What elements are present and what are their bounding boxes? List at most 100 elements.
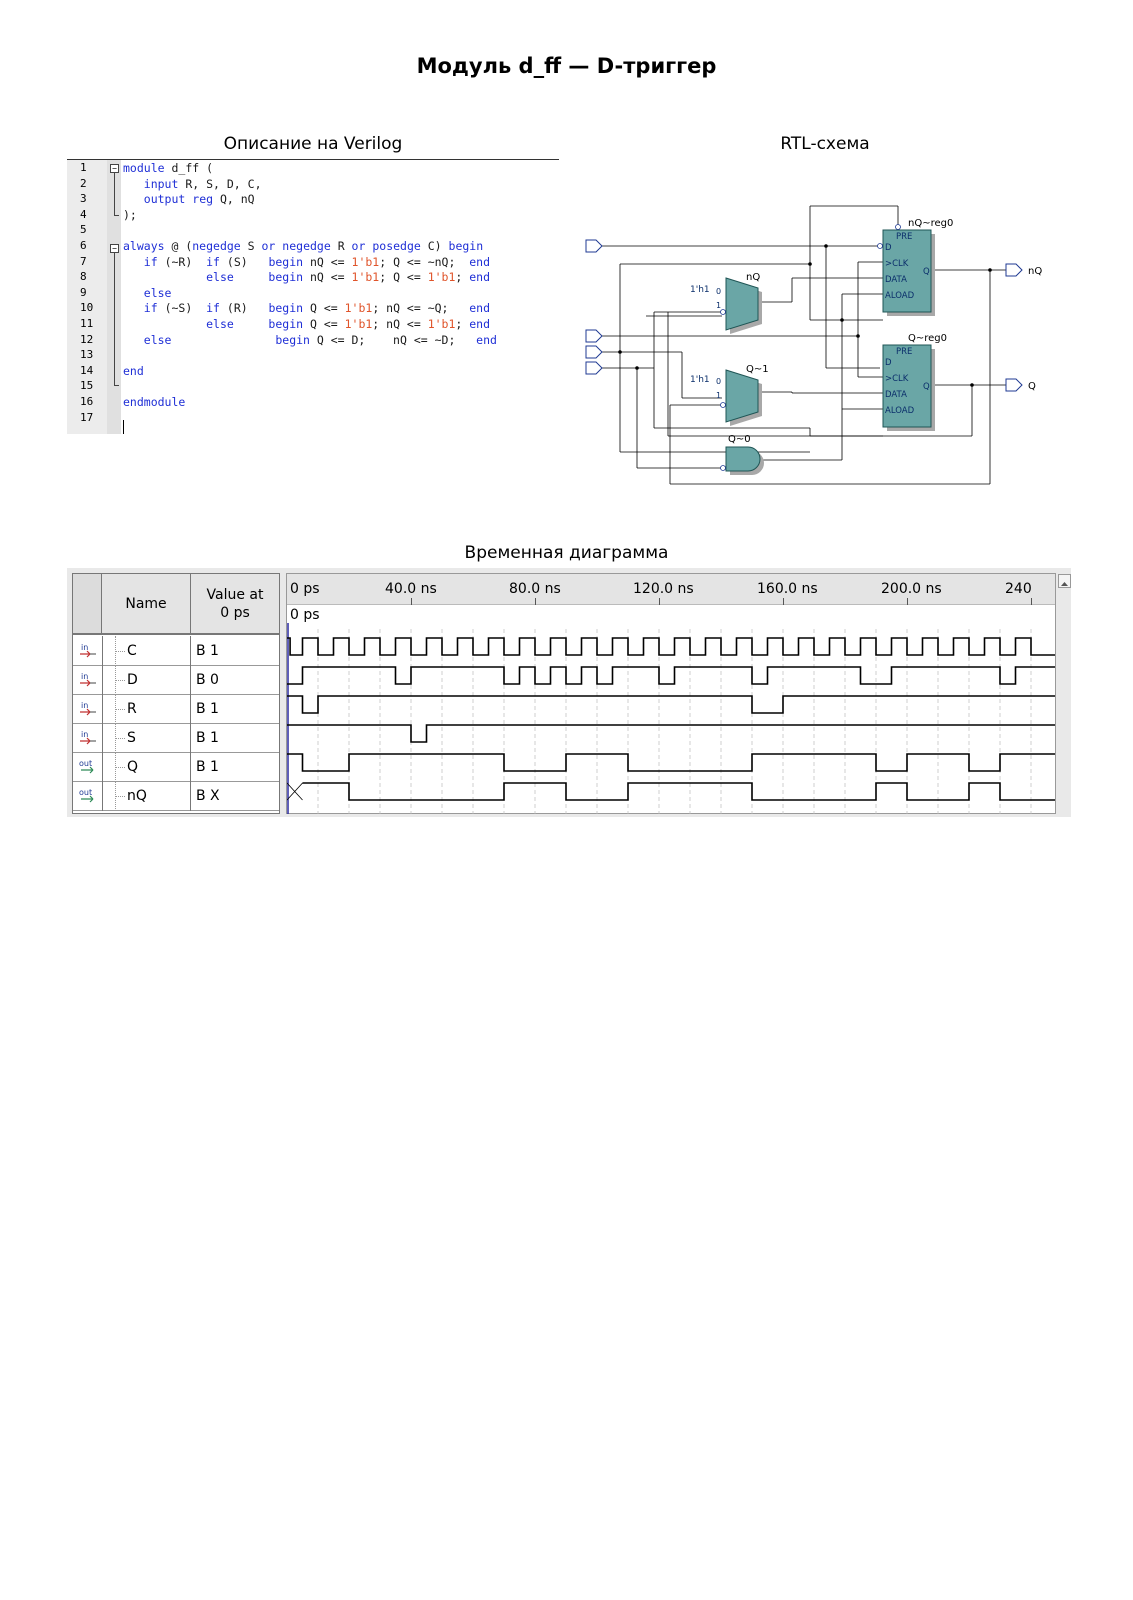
code-line[interactable]: else begin Q <= D; nQ <= ~D; end xyxy=(123,332,497,348)
output-pin-icon: out xyxy=(79,788,94,803)
waveform-traces xyxy=(287,623,1055,814)
signal-value: B 1 xyxy=(196,730,219,746)
value-column-header[interactable]: Value at 0 ps xyxy=(191,586,279,622)
code-token: else xyxy=(143,332,172,347)
code-line[interactable]: else begin Q <= 1'b1; nQ <= 1'b1; end xyxy=(123,316,490,332)
port-d xyxy=(585,239,603,253)
time-tick-label: 120.0 ns xyxy=(633,581,694,597)
code-token: negedge xyxy=(192,239,241,253)
line-number: 14 xyxy=(80,363,94,377)
fold-toggle-always[interactable]: − xyxy=(110,244,119,253)
line-number: 10 xyxy=(80,301,94,315)
port-s xyxy=(585,361,603,375)
line-number: 13 xyxy=(80,348,94,362)
line-number: 3 xyxy=(80,192,87,206)
code-token: ; nQ <= xyxy=(372,317,428,331)
code-line[interactable]: output reg Q, nQ xyxy=(123,191,255,207)
code-token: end xyxy=(476,332,497,347)
code-token: if xyxy=(206,254,220,269)
code-token xyxy=(171,333,275,347)
tree-guide xyxy=(115,680,125,681)
time-tick-label: 160.0 ns xyxy=(757,581,818,597)
line-number: 8 xyxy=(80,270,87,284)
svg-text:1: 1 xyxy=(716,391,721,400)
register-nq: PRE D >CLK DATA ALOAD Q nQ~reg0 xyxy=(877,218,953,316)
time-tick-mark xyxy=(1031,598,1032,605)
fold-guide-end xyxy=(114,385,119,386)
signal-value: B 1 xyxy=(196,701,219,717)
code-line[interactable]: else begin nQ <= 1'b1; Q <= 1'b1; end xyxy=(123,269,490,285)
code-token: @ ( xyxy=(164,239,193,253)
code-line[interactable]: always @ (negedge S or negedge R or pose… xyxy=(123,238,483,254)
code-line[interactable]: ); xyxy=(123,207,137,223)
code-token: 1'b1 xyxy=(351,254,380,269)
line-number: 5 xyxy=(80,223,87,237)
time-tick-mark xyxy=(659,598,660,605)
code-line[interactable]: endmodule xyxy=(123,394,185,410)
fold-guide xyxy=(114,253,115,385)
line-number: 15 xyxy=(80,379,94,393)
time-tick-label: 40.0 ns xyxy=(385,581,437,597)
scroll-up-button[interactable] xyxy=(1058,574,1071,588)
fold-toggle-module[interactable]: − xyxy=(110,164,119,173)
svg-text:nQ~reg0: nQ~reg0 xyxy=(908,218,953,229)
code-token: end xyxy=(469,317,491,331)
code-token: output xyxy=(143,192,186,207)
svg-text:out: out xyxy=(79,788,92,797)
code-token: 1'b1 xyxy=(351,270,380,285)
code-line[interactable]: if (~R) if (S) begin nQ <= 1'b1; Q <= ~n… xyxy=(123,254,490,270)
trace-d xyxy=(287,666,1055,685)
svg-text:ALOAD: ALOAD xyxy=(885,291,915,301)
time-tick-mark xyxy=(535,598,536,605)
output-pin-icon: out xyxy=(79,759,94,774)
code-token: Q <= D; nQ <= ~D; xyxy=(309,332,477,347)
code-line[interactable]: if (~S) if (R) begin Q <= 1'b1; nQ <= ~Q… xyxy=(123,300,490,316)
fold-guide xyxy=(114,173,115,215)
tree-guide xyxy=(115,709,125,710)
line-number: 1 xyxy=(80,161,87,174)
page-title: Модуль d_ff — D-триггер xyxy=(416,54,717,78)
code-token: begin xyxy=(448,239,484,253)
svg-text:1: 1 xyxy=(716,301,721,310)
signal-name: D xyxy=(127,672,138,688)
code-token: d_ff ( xyxy=(164,161,214,175)
signal-value: B 0 xyxy=(196,672,219,688)
code-token: end xyxy=(469,301,491,316)
svg-text:ALOAD: ALOAD xyxy=(885,406,915,416)
line-number: 17 xyxy=(80,410,94,424)
code-token: R, S, D, C, xyxy=(178,176,262,191)
timing-section-title: Временная диаграмма xyxy=(464,543,669,563)
svg-text:PRE: PRE xyxy=(896,347,912,357)
code-token: end xyxy=(469,254,491,269)
code-token: Q <= xyxy=(303,301,345,316)
value-header-line1: Value at xyxy=(206,587,264,603)
line-number: 11 xyxy=(80,317,94,330)
code-line[interactable]: end xyxy=(123,363,144,379)
code-token: nQ <= xyxy=(303,254,352,269)
code-token: begin xyxy=(268,254,304,269)
code-token: if xyxy=(143,301,158,316)
code-line[interactable]: input R, S, D, C, xyxy=(123,176,262,192)
code-token: module xyxy=(123,161,165,175)
svg-text:Q: Q xyxy=(923,382,930,392)
code-line[interactable]: else xyxy=(123,285,172,301)
code-token: always xyxy=(123,239,165,253)
name-column-header[interactable]: Name xyxy=(125,596,167,612)
code-line[interactable]: module d_ff ( xyxy=(123,160,213,176)
code-token: or xyxy=(261,239,276,253)
svg-text:in: in xyxy=(81,730,88,739)
code-token xyxy=(234,270,269,284)
code-token: end xyxy=(469,270,491,285)
signal-value: B 1 xyxy=(196,759,219,775)
port-nq xyxy=(1005,263,1023,277)
